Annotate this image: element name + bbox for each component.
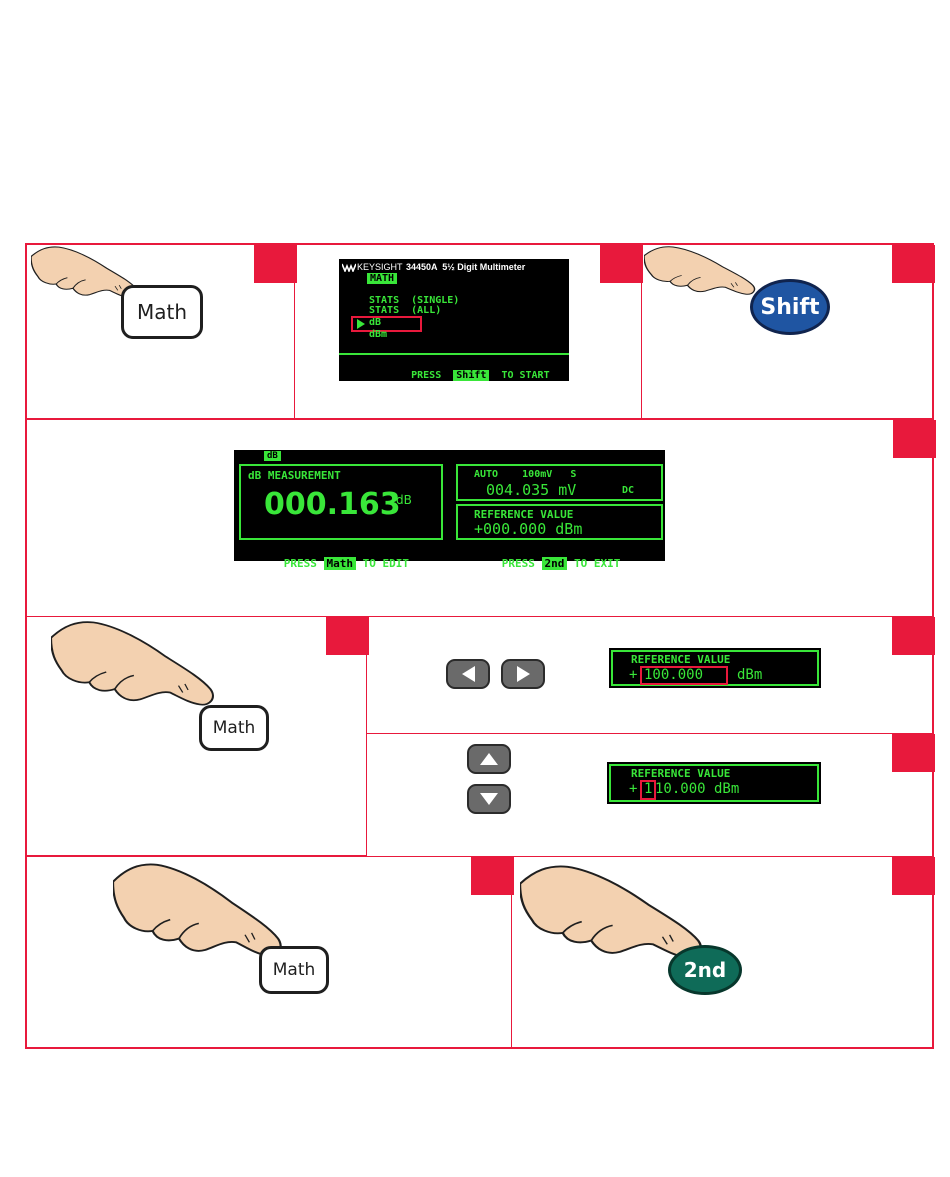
menu-item-stats-single: STATS (SINGLE) <box>369 295 460 306</box>
reference-value: 100.000 <box>644 667 704 683</box>
mode-tag: dB <box>264 451 281 461</box>
model-label: 34450A 5½ Digit Multimeter <box>406 262 526 272</box>
step-6-panel: REFERENCE VALUE + 100.000 dBm <box>366 616 935 734</box>
selection-highlight <box>351 316 422 332</box>
selected-digit: 1 <box>644 781 653 797</box>
reference-sign: + <box>629 781 638 797</box>
reference-unit: dBm <box>737 667 763 683</box>
range-line: AUTO 100mV S <box>474 469 577 480</box>
step-2-panel: KEYSIGHT 34450A 5½ Digit Multimeter MATH… <box>294 243 643 420</box>
reference-value-rest: 10.000 dBm <box>655 781 740 797</box>
step-marker <box>893 420 936 458</box>
right-arrow-button[interactable] <box>501 659 545 689</box>
step-marker <box>892 857 935 895</box>
reference-label: REFERENCE VALUE <box>474 508 574 521</box>
math-key[interactable]: Math <box>121 285 203 339</box>
second-key[interactable]: 2nd <box>668 945 742 995</box>
reference-box <box>456 504 663 540</box>
step-marker <box>892 617 935 655</box>
left-arrow-icon <box>461 666 475 682</box>
math-key[interactable]: Math <box>199 705 269 751</box>
shift-key[interactable]: Shift <box>750 279 830 335</box>
reference-sign: + <box>629 667 638 683</box>
pointing-hand-icon <box>51 619 221 713</box>
secondary-box <box>456 464 663 501</box>
divider <box>339 353 569 355</box>
db-measurement-display: dB dB MEASUREMENT 000.163 dB AUTO 100mV … <box>234 450 665 570</box>
menu-item-db: dB <box>369 317 382 328</box>
step-marker <box>600 245 643 283</box>
display-frame <box>611 650 819 686</box>
step-marker <box>892 245 935 283</box>
right-arrow-icon <box>516 666 530 682</box>
footer-right-hint: PRESS 2nd TO EXIT <box>501 557 621 570</box>
left-arrow-button[interactable] <box>446 659 490 689</box>
step-marker <box>471 857 514 895</box>
step-8-panel: Math <box>25 856 514 1049</box>
footer-left-hint: PRESS Math TO EDIT <box>283 557 409 570</box>
step-4-panel: dB dB MEASUREMENT 000.163 dB AUTO 100mV … <box>25 419 936 617</box>
reference-edit-display: REFERENCE VALUE + 1 10.000 dBm <box>607 762 821 804</box>
step-3-panel: Shift <box>641 243 935 420</box>
digit-selection <box>640 780 656 800</box>
digit-selection <box>640 666 728 685</box>
reference-value: +000.000 dBm <box>474 520 583 538</box>
primary-box <box>239 464 443 540</box>
pointing-hand-icon <box>644 245 760 299</box>
reference-label: REFERENCE VALUE <box>631 653 731 666</box>
down-arrow-icon <box>480 793 498 805</box>
footer-hint: PRESS Shift TO START <box>411 370 550 381</box>
measurement-label: dB MEASUREMENT <box>248 469 341 482</box>
menu-display: KEYSIGHT 34450A 5½ Digit Multimeter MATH… <box>339 259 569 381</box>
secondary-mode: DC <box>622 485 635 496</box>
step-marker <box>254 245 297 283</box>
menu-item-dbm: dBm <box>369 329 388 340</box>
menu-tag: MATH <box>367 273 398 284</box>
reference-label: REFERENCE VALUE <box>631 767 731 780</box>
step-7-panel: REFERENCE VALUE + 1 10.000 dBm <box>366 733 935 857</box>
brand-label: KEYSIGHT <box>357 262 403 272</box>
menu-item-stats-all: STATS (ALL) <box>369 305 442 316</box>
math-key[interactable]: Math <box>259 946 329 994</box>
up-arrow-icon <box>480 753 498 765</box>
keysight-logo-icon <box>342 263 356 272</box>
selection-triangle-icon <box>357 319 365 329</box>
step-9-panel: 2nd <box>511 856 935 1049</box>
reference-edit-display: REFERENCE VALUE + 100.000 dBm <box>609 648 821 688</box>
down-arrow-button[interactable] <box>467 784 511 814</box>
up-arrow-button[interactable] <box>467 744 511 774</box>
primary-unit: dB <box>396 493 412 507</box>
display-frame <box>609 764 819 802</box>
step-1-panel: Math <box>25 243 297 420</box>
step-5-panel: Math <box>25 616 369 857</box>
step-marker <box>326 617 369 655</box>
primary-value: 000.163 <box>264 487 401 522</box>
secondary-value: 004.035 mV <box>486 481 577 499</box>
step-marker <box>892 734 935 772</box>
